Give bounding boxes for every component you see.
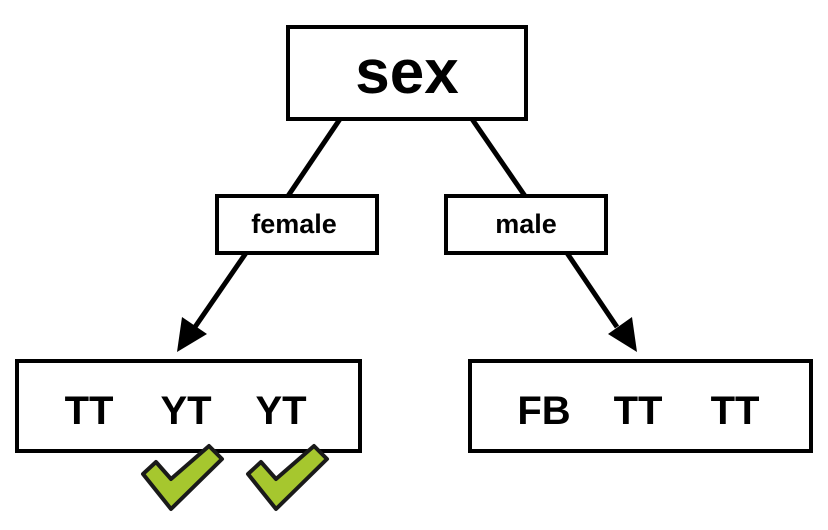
leaf-node-male: FB TT TT	[468, 359, 813, 453]
branch-label-female: female	[251, 209, 337, 239]
check-icon	[141, 444, 224, 511]
leaf-item-label: TT	[614, 389, 663, 433]
leaf-item-label: TT	[65, 389, 114, 433]
arrow-head-female-leaf	[177, 317, 207, 352]
leaf-item-label: TT	[711, 389, 760, 433]
branch-box-female	[215, 194, 379, 255]
root-label: sex	[355, 38, 459, 107]
leaf-box-male	[468, 359, 813, 453]
arrow-head-male-leaf	[608, 317, 637, 352]
leaf-item-label: YT	[160, 389, 211, 433]
edge-female-to-leaf	[192, 251, 249, 329]
edge-root-to-female	[285, 117, 343, 198]
branch-box-male	[444, 194, 608, 255]
root-node: sex	[286, 25, 528, 121]
branch-node-male: male	[444, 194, 608, 255]
check-icon	[246, 444, 329, 511]
edge-male-to-leaf	[564, 251, 620, 329]
branch-label-male: male	[495, 209, 557, 239]
edge-root-to-male	[469, 117, 528, 198]
leaf-item-label: FB	[517, 389, 570, 433]
leaf-item-label: YT	[255, 389, 306, 433]
branch-node-female: female	[215, 194, 379, 255]
root-box	[286, 25, 528, 121]
leaf-box-female	[15, 359, 362, 453]
leaf-node-female: TT YT YT	[15, 359, 362, 453]
